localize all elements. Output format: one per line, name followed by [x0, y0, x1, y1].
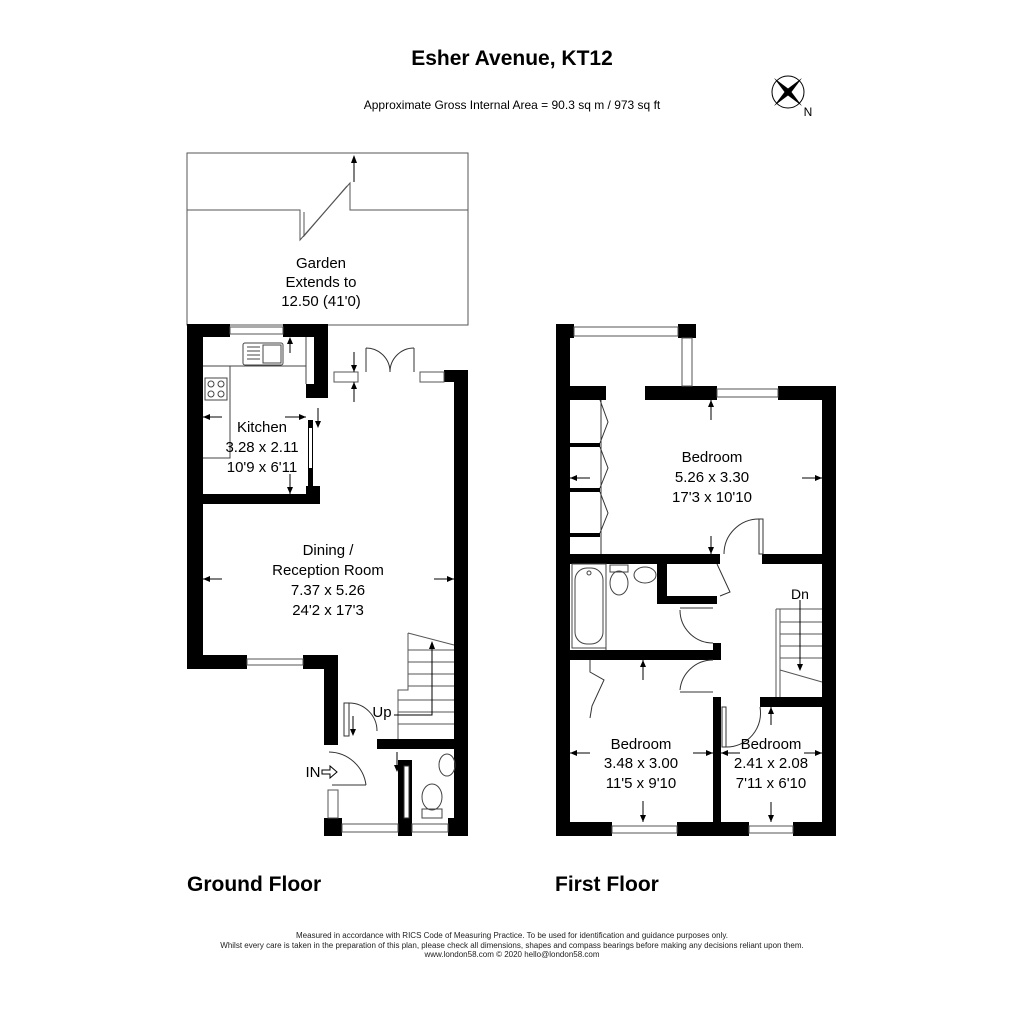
ground-room-labels: Garden Extends to 12.50 (41'0) Kitchen 3… — [225, 255, 391, 781]
stairs-up-label: Up — [372, 704, 391, 721]
first-dimension-arrows — [570, 400, 822, 822]
dining-label-2: Reception Room — [272, 562, 384, 579]
bathroom-fittings — [571, 563, 657, 650]
ground-floor-walls — [187, 324, 468, 836]
kitchen-metric: 3.28 x 2.11 — [225, 439, 298, 456]
compass-north-icon: N — [771, 75, 812, 118]
disclaimer-line-2: Whilst every care is taken in the prepar… — [220, 940, 804, 950]
dining-metric: 7.37 x 5.26 — [291, 582, 365, 599]
wardrobes — [570, 399, 609, 554]
bedroom2-metric: 3.48 x 3.00 — [604, 755, 678, 772]
disclaimer-line-3: www.london58.com © 2020 hello@london58.c… — [424, 950, 600, 959]
bedroom1-metric: 5.26 x 3.30 — [675, 469, 749, 486]
bedroom3-imperial: 7'11 x 6'10 — [736, 775, 807, 792]
kitchen-fittings — [203, 337, 313, 486]
garden-dims: 12.50 (41'0) — [281, 293, 361, 310]
dining-label-1: Dining / — [303, 542, 355, 559]
first-floor-windows — [573, 326, 794, 834]
first-floor-doors — [589, 518, 764, 748]
dining-imperial: 24'2 x 17'3 — [292, 602, 364, 619]
bedroom2-imperial: 11'5 x 9'10 — [606, 775, 677, 792]
first-floor-label: First Floor — [555, 873, 659, 896]
bedroom1-imperial: 17'3 x 10'10 — [672, 489, 752, 506]
disclaimer: Measured in accordance with RICS Code of… — [0, 931, 1024, 960]
property-title: Esher Avenue, KT12 — [411, 47, 613, 70]
garden-line2: Extends to — [286, 274, 357, 291]
entrance-arrow-icon — [321, 764, 338, 780]
kitchen-imperial: 10'9 x 6'11 — [227, 459, 298, 476]
stairs-ground — [394, 632, 455, 739]
ground-floor-label: Ground Floor — [187, 873, 322, 896]
garden-label: Garden — [296, 255, 346, 272]
ground-floor-windows — [229, 326, 449, 833]
kitchen-label: Kitchen — [237, 419, 287, 436]
bedroom3-metric: 2.41 x 2.08 — [734, 755, 808, 772]
gross-internal-area: Approximate Gross Internal Area = 90.3 s… — [363, 98, 661, 112]
bedroom2-label: Bedroom — [611, 736, 672, 753]
french-doors — [365, 347, 415, 373]
compass-north-label: N — [804, 105, 812, 118]
stairs-first — [775, 600, 823, 697]
first-room-labels: Bedroom 5.26 x 3.30 17'3 x 10'10 Bedroom… — [604, 449, 809, 792]
hall-doors — [328, 702, 410, 819]
first-floor-walls — [556, 324, 836, 836]
bedroom1-label: Bedroom — [682, 449, 743, 466]
bedroom3-label: Bedroom — [741, 736, 802, 753]
stairs-down-label: Dn — [791, 586, 809, 602]
wc-fittings — [421, 753, 456, 819]
entrance-label: IN — [306, 764, 321, 781]
disclaimer-line-1: Measured in accordance with RICS Code of… — [296, 931, 728, 940]
ground-dimension-arrows — [203, 337, 454, 772]
